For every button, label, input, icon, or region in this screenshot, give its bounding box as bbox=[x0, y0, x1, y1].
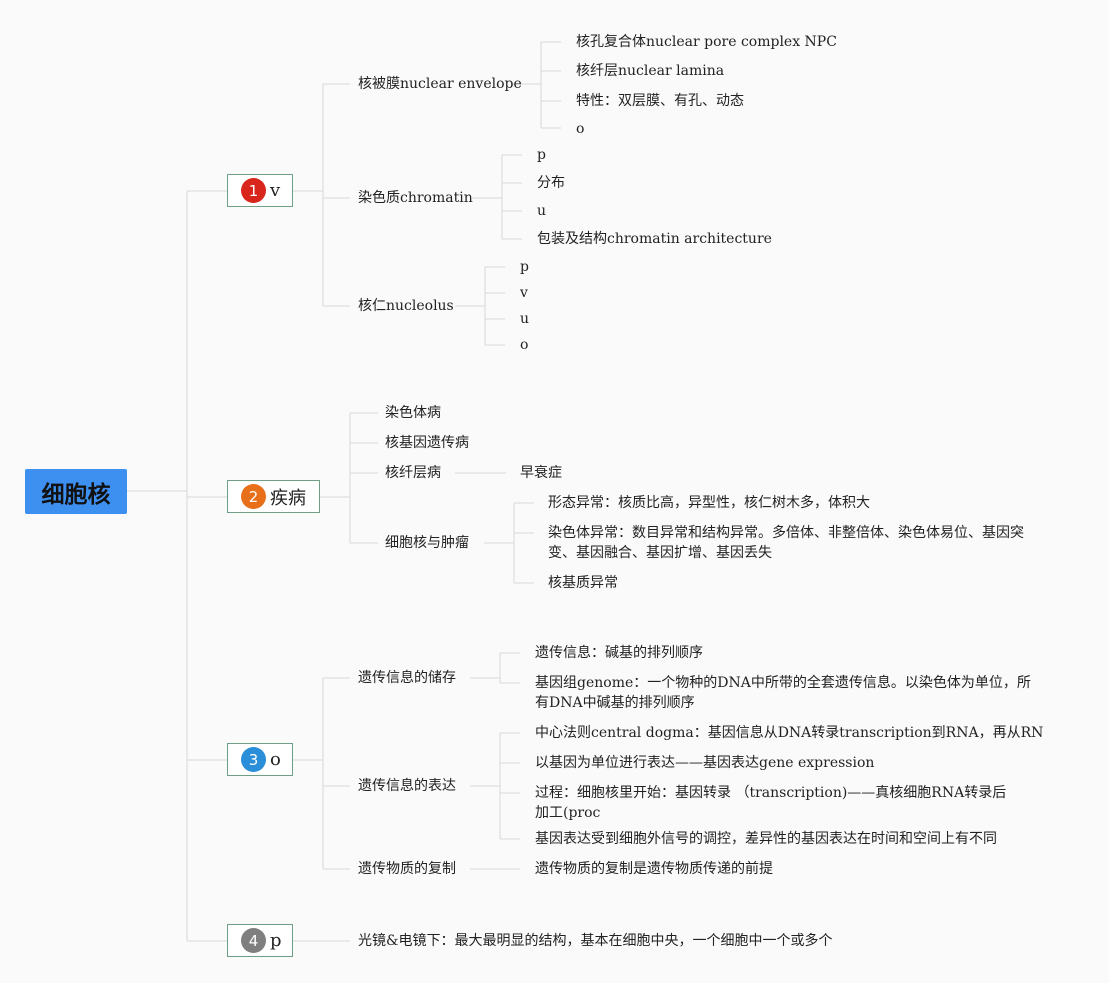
topic-3-node[interactable]: 3 o bbox=[227, 743, 293, 776]
leaf-node[interactable]: 中心法则central dogma：基因信息从DNA转录transcriptio… bbox=[535, 725, 1044, 741]
leaf-node[interactable]: 包装及结构chromatin architecture bbox=[537, 231, 772, 247]
subtopic-microscopy[interactable]: 光镜&电镜下：最大最明显的结构，基本在细胞中央，一个细胞中一个或多个 bbox=[358, 933, 833, 949]
root-label: 细胞核 bbox=[41, 481, 111, 508]
number-badge-4: 4 bbox=[241, 928, 266, 953]
leaf-node[interactable]: 染色体异常：数目异常和结构异常。多倍体、非整倍体、染色体易位、基因突变、基因融合… bbox=[548, 525, 1024, 561]
leaf-node[interactable]: p bbox=[537, 147, 546, 163]
number-badge-1: 1 bbox=[241, 178, 266, 203]
topic-2-label: 疾病 bbox=[270, 487, 306, 509]
subtopic-nucleus-and-tumor[interactable]: 细胞核与肿瘤 bbox=[385, 535, 469, 551]
leaf-node[interactable]: 遗传信息：碱基的排列顺序 bbox=[535, 645, 703, 661]
subtopic-nuclear-envelope[interactable]: 核被膜nuclear envelope bbox=[358, 76, 522, 92]
leaf-node[interactable]: 核孔复合体nuclear pore complex NPC bbox=[576, 34, 837, 50]
leaf-node[interactable]: 遗传物质的复制是遗传物质传递的前提 bbox=[535, 861, 773, 877]
leaf-node[interactable]: 以基因为单位进行表达——基因表达gene expression bbox=[535, 755, 875, 771]
leaf-node[interactable]: 基因组genome：一个物种的DNA中所带的全套遗传信息。以染色体为单位，所有D… bbox=[535, 675, 1031, 711]
leaf-node[interactable]: 过程：细胞核里开始：基因转录 （transcription)——真核细胞RNA转… bbox=[535, 785, 1007, 821]
topic-2-node[interactable]: 2 疾病 bbox=[227, 480, 320, 513]
topic-4-label: p bbox=[270, 930, 282, 951]
number-badge-3: 3 bbox=[241, 747, 266, 772]
leaf-node[interactable]: 特性：双层膜、有孔、动态 bbox=[576, 93, 744, 109]
leaf-node[interactable]: 核基质异常 bbox=[548, 575, 618, 591]
subtopic-nucleolus[interactable]: 核仁nucleolus bbox=[358, 298, 454, 314]
topic-4-node[interactable]: 4 p bbox=[227, 924, 293, 957]
leaf-node[interactable]: p bbox=[520, 259, 529, 275]
subtopic-information-storage[interactable]: 遗传信息的储存 bbox=[358, 670, 456, 686]
leaf-node[interactable]: 核纤层nuclear lamina bbox=[576, 63, 725, 79]
subtopic-chromosome-disease[interactable]: 染色体病 bbox=[385, 405, 441, 421]
leaf-node[interactable]: 形态异常：核质比高，异型性，核仁树木多，体积大 bbox=[548, 495, 870, 511]
root-node[interactable]: 细胞核 bbox=[25, 469, 127, 514]
leaf-node[interactable]: 分布 bbox=[537, 175, 565, 191]
subtopic-replication[interactable]: 遗传物质的复制 bbox=[358, 861, 456, 877]
subtopic-nuclear-gene-disease[interactable]: 核基因遗传病 bbox=[385, 435, 469, 451]
leaf-node[interactable]: o bbox=[520, 337, 529, 353]
subtopic-chromatin[interactable]: 染色质chromatin bbox=[358, 190, 473, 206]
topic-3-label: o bbox=[270, 749, 281, 770]
leaf-node[interactable]: u bbox=[537, 203, 547, 219]
leaf-node[interactable]: 早衰症 bbox=[520, 465, 562, 481]
leaf-node[interactable]: o bbox=[576, 121, 585, 137]
leaf-node[interactable]: v bbox=[520, 285, 528, 301]
leaf-node[interactable]: 基因表达受到细胞外信号的调控，差异性的基因表达在时间和空间上有不同 bbox=[535, 831, 997, 847]
subtopic-information-expression[interactable]: 遗传信息的表达 bbox=[358, 778, 456, 794]
number-badge-2: 2 bbox=[241, 484, 266, 509]
topic-1-label: v bbox=[270, 180, 281, 201]
topic-1-node[interactable]: 1 v bbox=[227, 174, 293, 207]
leaf-node[interactable]: u bbox=[520, 311, 530, 327]
subtopic-laminopathy[interactable]: 核纤层病 bbox=[385, 465, 441, 481]
